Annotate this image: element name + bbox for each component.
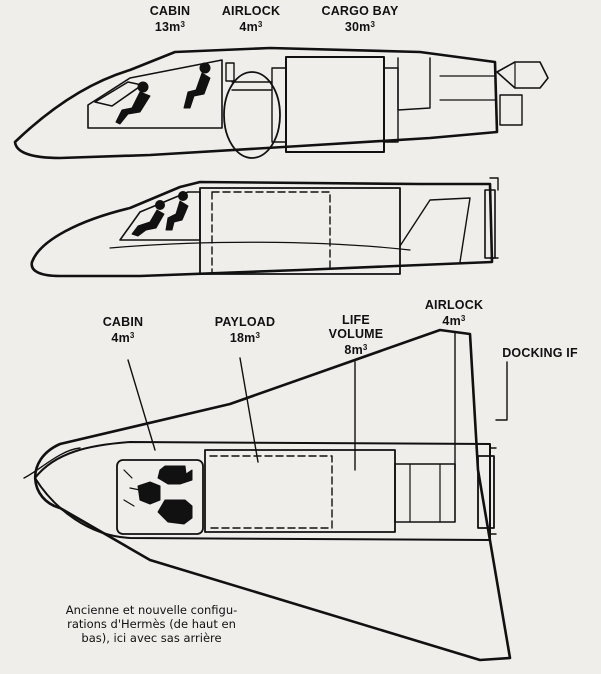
plan-life-unit: m	[351, 343, 363, 357]
old-crew-figure-1	[115, 81, 151, 125]
plan-docking-label: DOCKING IF	[490, 346, 590, 360]
top-airlock-unit: m	[246, 20, 258, 34]
top-cabin-unit: m	[169, 20, 181, 34]
plan-cabin-volume: 4	[111, 331, 119, 345]
top-cabin-volume: 13	[154, 20, 170, 34]
top-airlock-exp: 3	[257, 20, 263, 29]
top-cabin-name: CABIN	[149, 4, 191, 18]
plan-cabin-name: CABIN	[102, 315, 144, 329]
plan-airlock-unit: m	[449, 314, 461, 328]
plan-cabin-exp: 3	[129, 331, 135, 340]
new-crew-figure-2	[165, 191, 189, 231]
plan-airlock-name: AIRLOCK	[424, 298, 484, 312]
old-airlock-sphere	[223, 71, 281, 159]
plan-payload-exp: 3	[255, 331, 261, 340]
top-airlock-label: AIRLOCK 4m3	[216, 4, 286, 34]
plan-docking-box	[477, 455, 495, 529]
top-cargo-bay-exp: 3	[370, 20, 376, 29]
top-airlock-volume: 4	[239, 20, 247, 34]
plan-airlock-box	[394, 463, 456, 523]
plan-payload-label: PAYLOAD 18m3	[200, 315, 290, 345]
plan-cabin-box	[116, 459, 204, 535]
top-cargo-bay-label: CARGO BAY 30m3	[310, 4, 410, 34]
figure-caption: Ancienne et nouvelle configu- rations d'…	[34, 603, 269, 645]
plan-life-name-1: LIFE	[342, 313, 370, 327]
new-crew-figure-1	[131, 200, 165, 237]
caption-line-1: Ancienne et nouvelle configu-	[65, 603, 238, 617]
plan-cabin-label: CABIN 4m3	[88, 315, 158, 345]
top-airlock-name: AIRLOCK	[221, 4, 281, 18]
plan-airlock-volume: 4	[442, 314, 450, 328]
old-engine-nozzle	[496, 61, 549, 89]
plan-fuselage-outline	[34, 441, 491, 541]
plan-payload-unit: m	[244, 331, 256, 345]
plan-airlock-label: AIRLOCK 4m3	[414, 298, 494, 328]
old-fuselage-outline	[13, 46, 499, 160]
plan-life-name-2: VOLUME	[328, 327, 384, 341]
new-configuration-plan-view	[23, 328, 512, 662]
plan-crew-figure-3	[157, 499, 193, 525]
plan-crew-figure-2	[137, 481, 161, 505]
new-payload-bay	[199, 187, 401, 275]
plan-life-exp: 3	[362, 343, 368, 352]
plan-docking-name: DOCKING IF	[502, 346, 578, 360]
plan-payload-name: PAYLOAD	[214, 315, 276, 329]
caption-line-2: rations d'Hermès (de haut en	[67, 617, 236, 631]
plan-cabin-unit: m	[118, 331, 130, 345]
top-cargo-bay-name: CARGO BAY	[321, 4, 399, 18]
top-cabin-exp: 3	[180, 20, 186, 29]
old-configuration-side-view	[13, 46, 549, 160]
plan-airlock-exp: 3	[460, 314, 466, 323]
old-crew-figure-2	[183, 62, 211, 109]
top-cargo-bay-volume: 30	[344, 20, 360, 34]
leader-lines	[127, 331, 508, 471]
old-cabin-compartment	[87, 59, 223, 129]
plan-life-volume: 8	[344, 343, 352, 357]
new-fuselage-outline	[30, 180, 494, 278]
plan-wing-outline	[33, 328, 512, 662]
plan-crew-figure-1	[157, 465, 193, 485]
plan-life-volume-label: LIFE VOLUME 8m3	[318, 313, 394, 357]
plan-payload-volume: 18	[229, 331, 245, 345]
old-cargo-bay	[285, 56, 385, 153]
plan-payload-box	[204, 449, 396, 533]
new-cabin-compartment	[119, 191, 201, 241]
top-cabin-label: CABIN 13m3	[140, 4, 200, 34]
top-cargo-bay-unit: m	[359, 20, 371, 34]
new-configuration-side-view	[30, 177, 499, 278]
caption-line-3: bas), ici avec sas arrière	[81, 631, 222, 645]
